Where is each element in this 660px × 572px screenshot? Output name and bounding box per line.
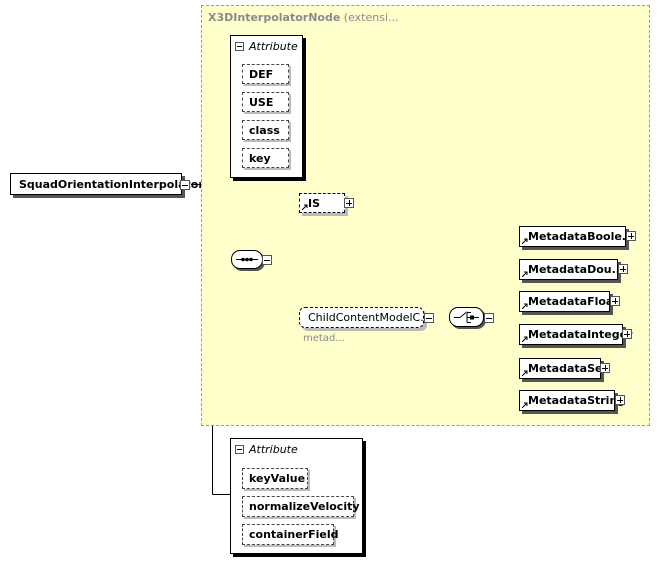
group-hint: metad... [303, 333, 345, 344]
reference-arrow-icon [522, 238, 528, 244]
attribute-keyvalue[interactable]: keyValue [242, 468, 308, 489]
metadata-integer-element[interactable]: MetadataInteger [519, 324, 632, 345]
group-collapse-icon[interactable] [424, 313, 434, 323]
metadata-double-element[interactable]: MetadataDou... [519, 259, 624, 280]
metadata-float-element[interactable]: MetadataFloat [519, 291, 619, 312]
sequence-compositor[interactable] [231, 250, 263, 269]
metadata-integer-expand-icon[interactable] [622, 329, 632, 339]
is-element-label: IS [308, 196, 321, 210]
choice-collapse-icon[interactable] [484, 313, 494, 323]
extension-header: X3DInterpolatorNode (extensi... [208, 11, 399, 24]
own-attribute-group: Attribute keyValue normalizeVelocity con… [230, 438, 363, 554]
sequence-icon [236, 257, 258, 262]
choice-icon [454, 311, 479, 323]
collapse-icon[interactable] [235, 42, 244, 51]
root-element[interactable]: SquadOrientationInterpolator [10, 173, 204, 195]
child-content-group-label: ChildContentModelC... [308, 311, 431, 324]
metadata-double-expand-icon[interactable] [618, 264, 628, 274]
attribute-key[interactable]: key [242, 148, 289, 168]
attribute-containerfield[interactable]: containerField [242, 524, 338, 545]
metadata-set-element[interactable]: MetadataSet [519, 358, 608, 379]
sequence-collapse-icon[interactable] [262, 255, 272, 265]
root-element-label: SquadOrientationInterpolator [19, 177, 204, 191]
choice-compositor[interactable] [449, 307, 484, 327]
reference-arrow-icon [522, 402, 528, 408]
inherited-attribute-group: Attribute DEF USE class key [230, 35, 303, 178]
collapse-icon[interactable] [235, 445, 244, 454]
inherited-attribute-header[interactable]: Attribute [235, 40, 298, 53]
extension-title: X3DInterpolatorNode [208, 11, 341, 24]
child-content-group[interactable]: ChildContentModelC... [299, 307, 431, 328]
reference-arrow-icon [522, 303, 528, 309]
attribute-use[interactable]: USE [242, 92, 289, 112]
root-collapse-icon[interactable] [180, 180, 190, 190]
reference-arrow-icon [302, 204, 308, 210]
metadata-string-expand-icon[interactable] [615, 395, 625, 405]
attribute-def[interactable]: DEF [242, 64, 289, 84]
attribute-normalizevelocity[interactable]: normalizeVelocity [242, 496, 360, 517]
is-expand-icon[interactable] [344, 198, 354, 208]
attribute-class[interactable]: class [242, 120, 289, 140]
is-element[interactable]: IS [299, 193, 345, 213]
metadata-float-expand-icon[interactable] [610, 296, 620, 306]
own-attribute-header[interactable]: Attribute [235, 443, 298, 456]
reference-arrow-icon [522, 370, 528, 376]
metadata-boolean-element[interactable]: MetadataBoole... [519, 226, 634, 247]
reference-arrow-icon [522, 271, 528, 277]
metadata-boolean-expand-icon[interactable] [626, 231, 636, 241]
metadata-string-element[interactable]: MetadataString [519, 390, 625, 411]
reference-arrow-icon [522, 336, 528, 342]
metadata-set-expand-icon[interactable] [600, 363, 610, 373]
extension-subtitle: (extensi... [343, 11, 399, 24]
